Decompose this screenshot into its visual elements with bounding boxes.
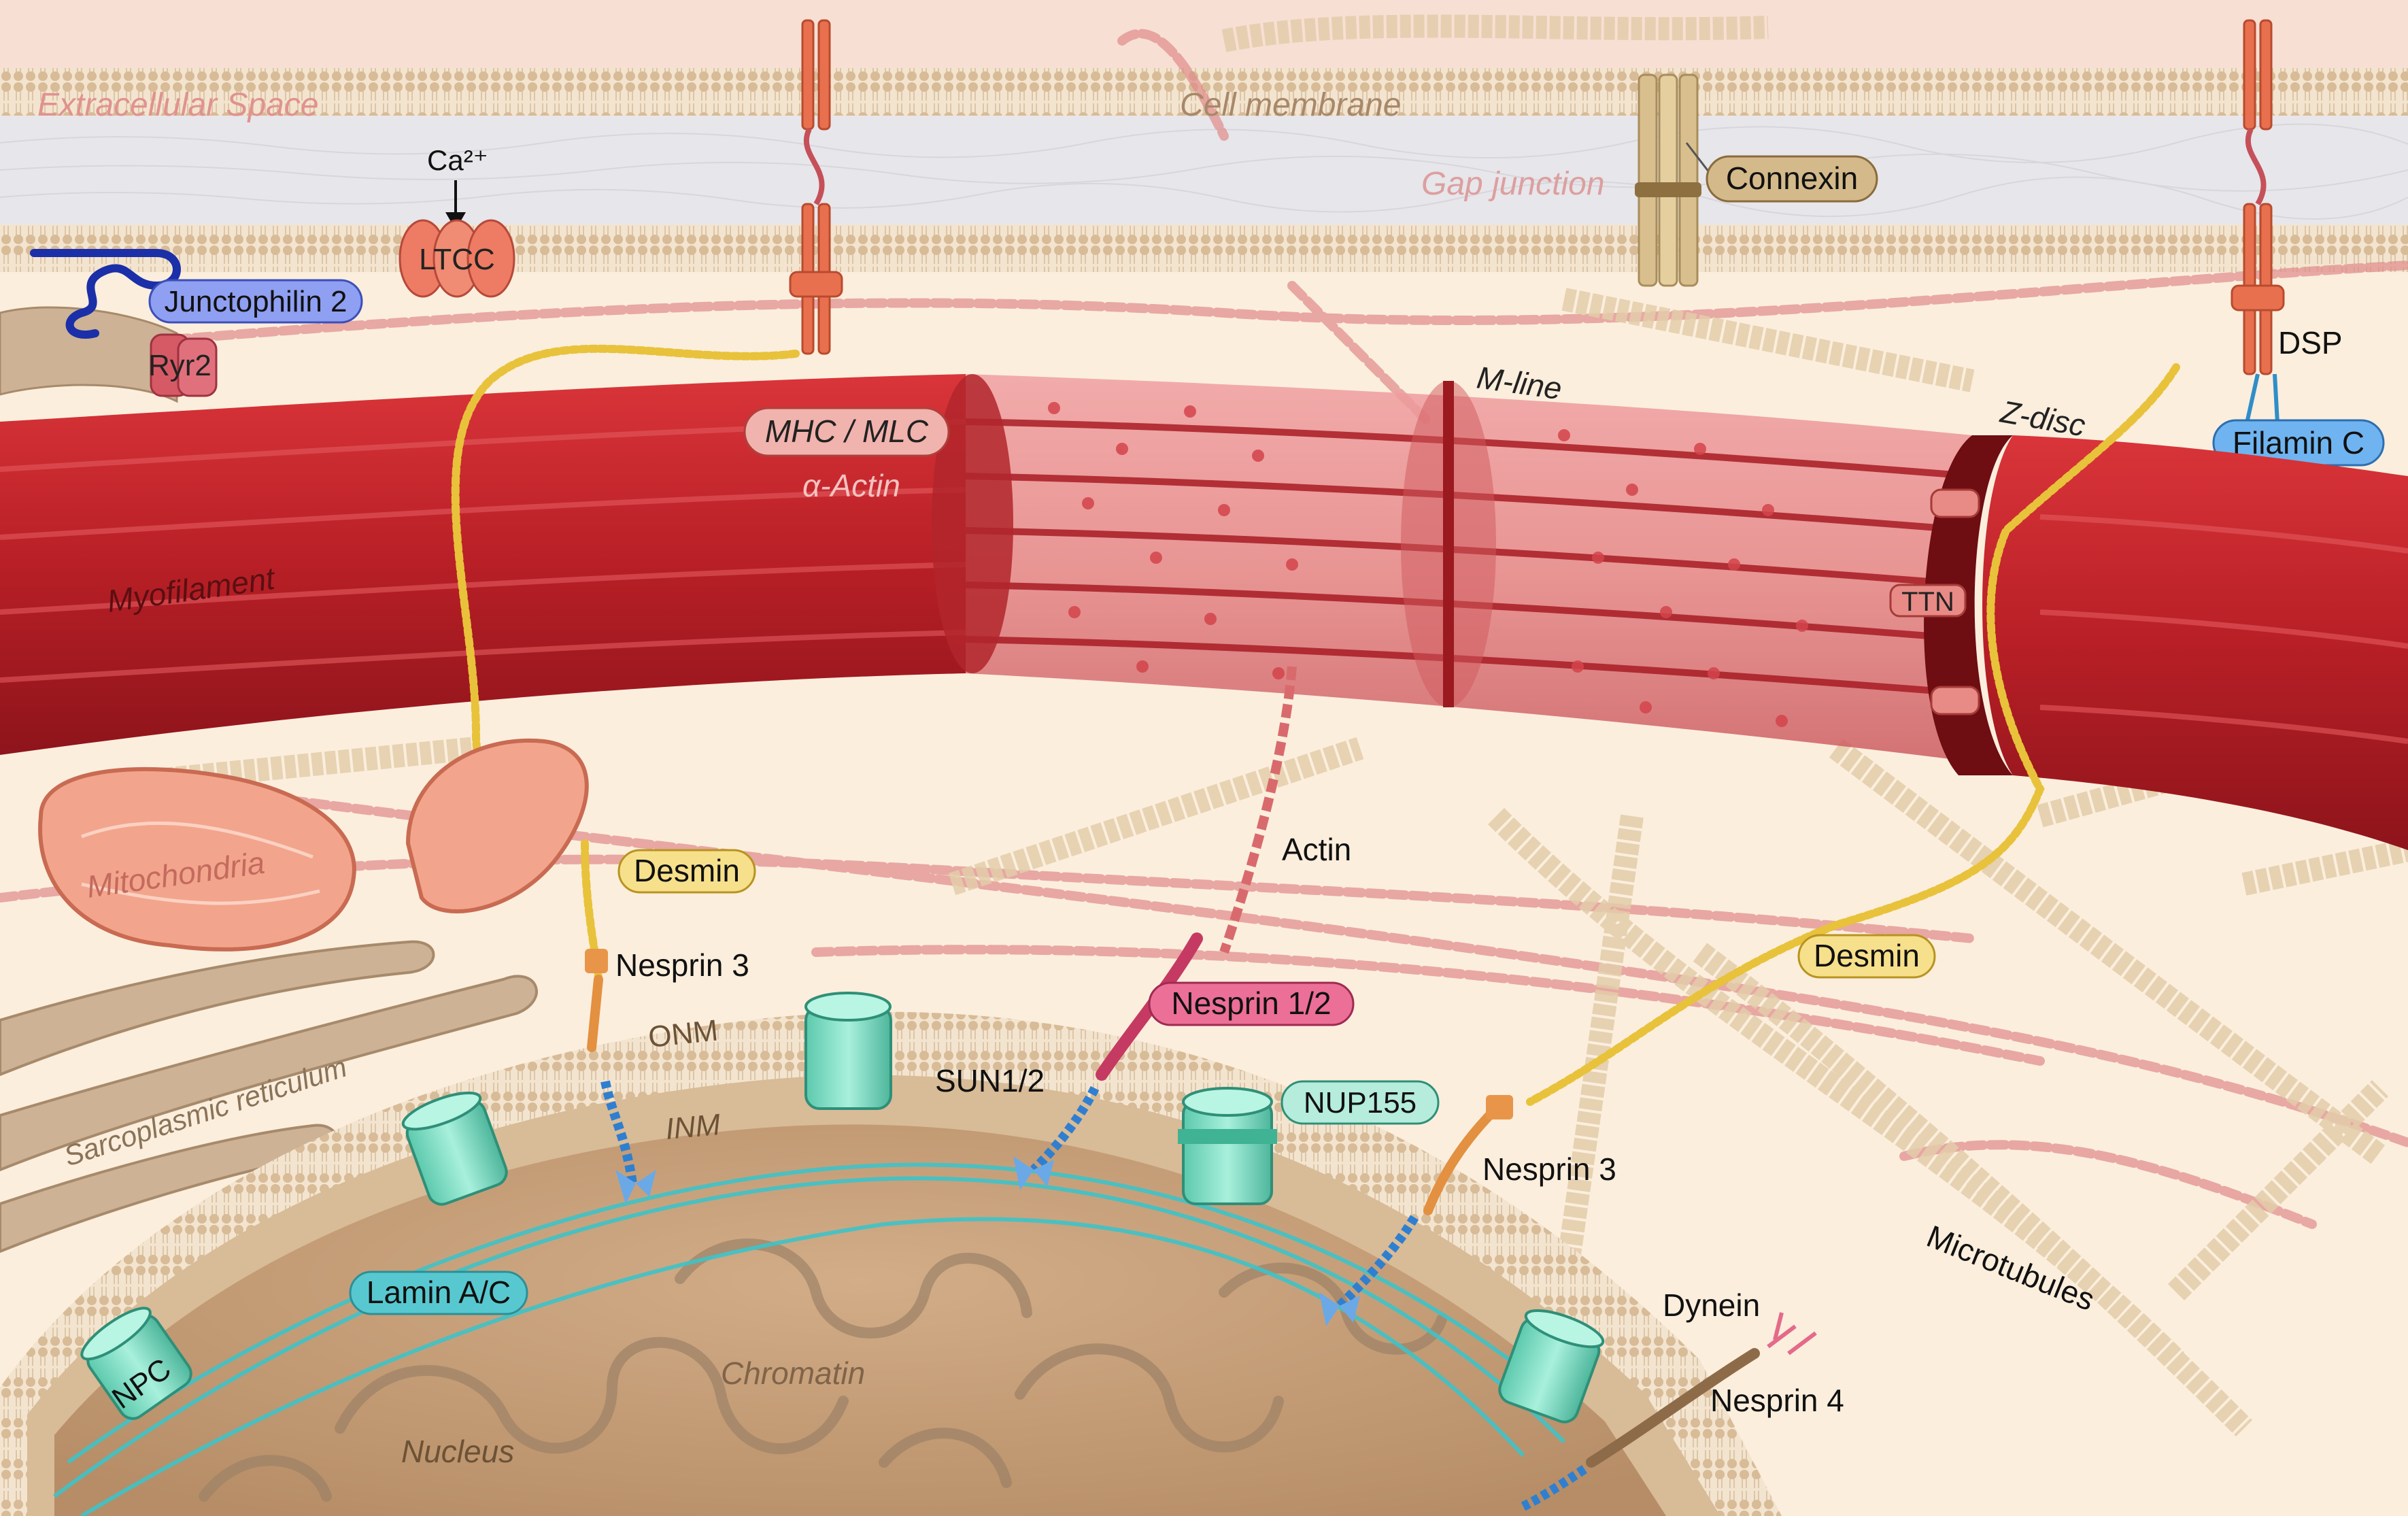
sarcoplasmic-reticulum-tubule-top — [0, 306, 178, 403]
ltcc-channel — [398, 219, 515, 298]
junctophilin-2-chain — [30, 249, 181, 339]
calcium-ion-label: Ca²⁺ — [427, 144, 488, 176]
sun-right — [1336, 1215, 1419, 1309]
connexin-label: Connexin — [1726, 161, 1858, 196]
nup155-label: NUP155 — [1304, 1086, 1417, 1119]
npc-left — [80, 1307, 192, 1420]
cell-membrane-bottom — [0, 224, 2408, 272]
nesprin-4-stalk — [1586, 1348, 1760, 1468]
nesprin-3-left-stalk — [587, 975, 603, 1052]
nup155-complex — [1178, 1087, 1277, 1205]
sarcomere-cap-left — [932, 374, 1013, 673]
mhc-mlc-label: MHC / MLC — [765, 414, 929, 449]
ttn-label: TTN — [1901, 587, 1954, 617]
junctophilin-2-label: Junctophilin 2 — [164, 285, 347, 318]
desmin-label-left: Desmin — [634, 853, 740, 888]
lamin-ac-label: Lamin A/C — [367, 1275, 511, 1310]
nesprin-3-left-label: Nesprin 3 — [615, 947, 749, 983]
dynein-label: Dynein — [1663, 1287, 1760, 1323]
nesprin-12-badge — [1148, 981, 1355, 1026]
nesprin-3-right-label: Nesprin 3 — [1482, 1151, 1616, 1187]
nucleoplasm — [54, 1124, 1666, 1516]
npc-upper-left — [401, 1092, 508, 1206]
desmin-badge-right — [1797, 934, 1936, 979]
myofilament-right-stripes — [2039, 514, 2408, 744]
dynein-motor — [1767, 1312, 1817, 1355]
transmembrane-protein-left — [789, 19, 843, 355]
npc-right — [1498, 1309, 1605, 1424]
sun-left-head — [615, 1170, 656, 1204]
nup155-badge — [1281, 1080, 1440, 1125]
gap-junction-label: Gap junction — [1421, 166, 1605, 202]
mhc-mlc-badge — [743, 407, 950, 457]
gap-junction-lines — [0, 123, 2408, 220]
connexin-badge — [1706, 155, 1878, 203]
titin-bars — [1889, 488, 1980, 715]
desmin-label-right: Desmin — [1814, 938, 1920, 973]
sarcoplasmic-reticulum — [0, 940, 538, 1253]
junctophilin-2-badge — [148, 279, 363, 324]
inm-label: INM — [664, 1108, 722, 1146]
myofilament-bundle-left — [0, 374, 966, 755]
npc-top — [804, 992, 892, 1110]
nesprin-4-label: Nesprin 4 — [1710, 1383, 1844, 1418]
transmembrane-protein-right — [2231, 19, 2285, 375]
sun-middle — [1030, 1085, 1100, 1173]
myosin-heads — [1048, 402, 1808, 727]
chromatin-label: Chromatin — [721, 1355, 865, 1391]
nesprin-12-label: Nesprin 1/2 — [1171, 986, 1331, 1021]
ryr2-channel — [150, 333, 218, 397]
desmin-badge-left — [617, 849, 756, 894]
lamin-ac-badge — [349, 1270, 528, 1315]
sun-left — [600, 1080, 637, 1184]
sun12-label: SUN1/2 — [935, 1063, 1045, 1098]
sun-middle-head — [1013, 1156, 1054, 1190]
dsp-label: DSP — [2278, 325, 2343, 360]
connexin-channel — [1635, 73, 1701, 287]
actin-label: Actin — [1282, 832, 1351, 867]
actin-to-nesprin-filament — [1219, 666, 1297, 954]
onm-label: ONM — [647, 1013, 719, 1054]
extracellular-space-label: Extracellular Space — [37, 87, 319, 123]
cell-membrane-label: Cell membrane — [1180, 87, 1401, 123]
nesprin-3-left-head — [585, 949, 608, 973]
gap-junction-band — [0, 116, 2408, 224]
ltcc-label: LTCC — [419, 243, 495, 276]
alpha-actin-label: α-Actin — [802, 468, 900, 503]
ryr2-label: Ryr2 — [148, 349, 211, 382]
nesprin-3-right-stalk — [1423, 1104, 1501, 1215]
sun-bottom — [1521, 1465, 1587, 1511]
sun-right-head — [1319, 1292, 1360, 1326]
mitochondria — [38, 738, 589, 951]
nucleus-label: Nucleus — [401, 1434, 514, 1469]
nesprin-3-right-head — [1486, 1095, 1513, 1119]
filamin-c-label: Filamin C — [2233, 425, 2364, 460]
